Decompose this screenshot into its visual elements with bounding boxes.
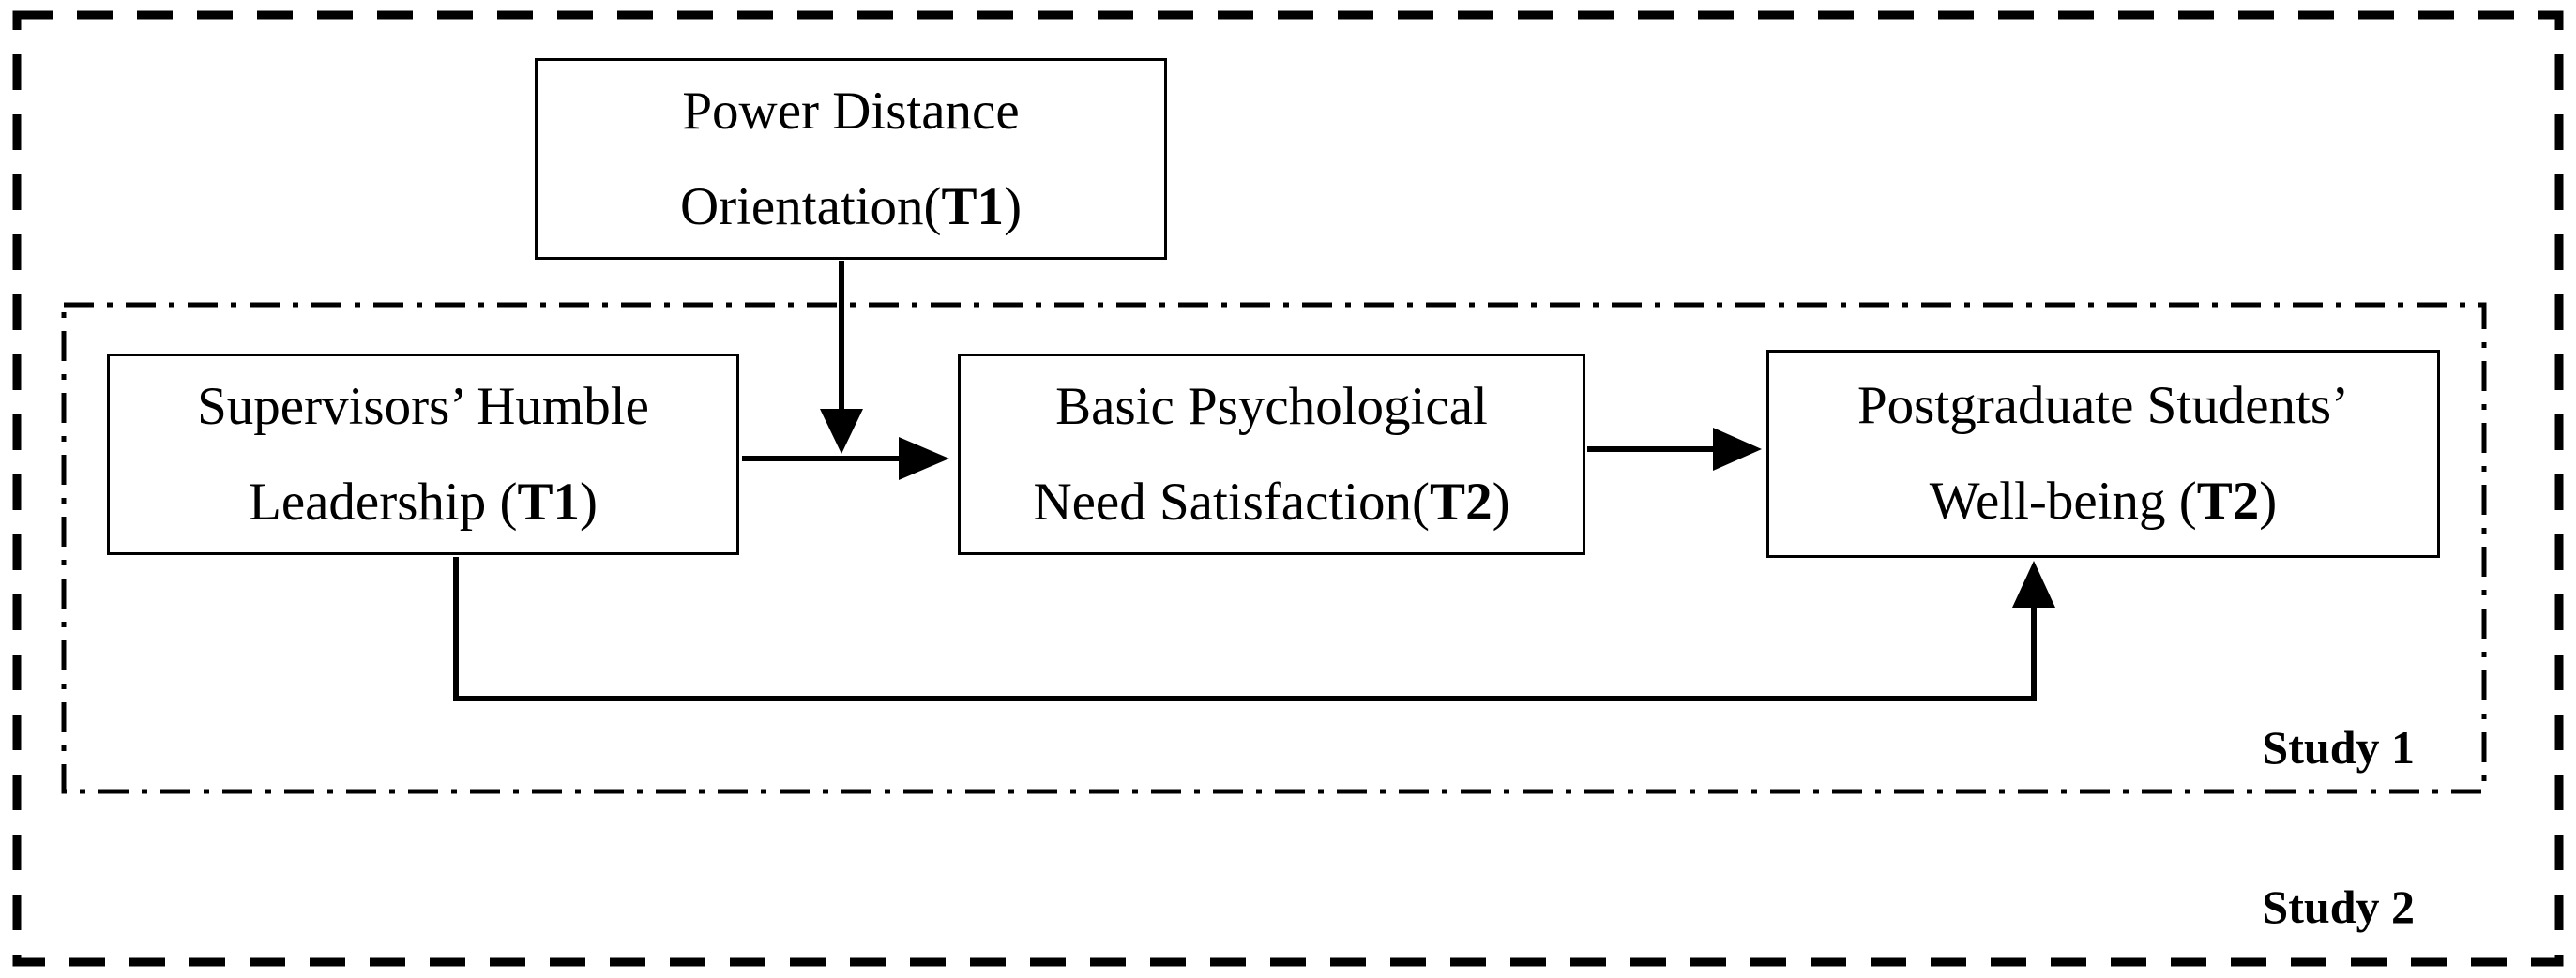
box-basic-psychological-need-satisfaction: Basic Psychological Need Satisfaction(T2… xyxy=(958,354,1585,555)
box-power-distance-orientation: Power Distance Orientation(T1) xyxy=(535,58,1167,260)
study2-region-border xyxy=(12,10,2564,967)
box-supervisors-humble-leadership: Supervisors’ Humble Leadership (T1) xyxy=(107,354,739,555)
box-need-satisfaction-line1: Basic Psychological xyxy=(1055,376,1488,436)
box-power-distance-line2: Orientation(T1) xyxy=(679,176,1023,236)
study2-label: Study 2 xyxy=(2262,880,2415,933)
direct-effect-arrow-shaft xyxy=(453,557,2037,701)
mediation-arrowhead-1-icon xyxy=(899,437,949,480)
direct-effect-arrowhead-icon xyxy=(2012,561,2055,608)
box-postgraduate-students-well-being: Postgraduate Students’ Well-being (T2) xyxy=(1766,350,2440,558)
box-well-being-line2: Well-being (T2) xyxy=(1929,472,2278,531)
box-humble-leadership-line2: Leadership (T1) xyxy=(249,472,598,532)
box-power-distance-line1: Power Distance xyxy=(682,81,1020,141)
study1-label: Study 1 xyxy=(2262,721,2415,774)
box-humble-leadership-line1: Supervisors’ Humble xyxy=(197,376,649,436)
moderation-arrowhead-icon xyxy=(820,409,863,454)
box-well-being-line1: Postgraduate Students’ xyxy=(1856,376,2350,436)
study1-region-border xyxy=(61,302,2487,794)
mediation-arrowhead-2-icon xyxy=(1713,428,1762,471)
box-need-satisfaction-line2: Need Satisfaction(T2) xyxy=(1033,472,1510,532)
